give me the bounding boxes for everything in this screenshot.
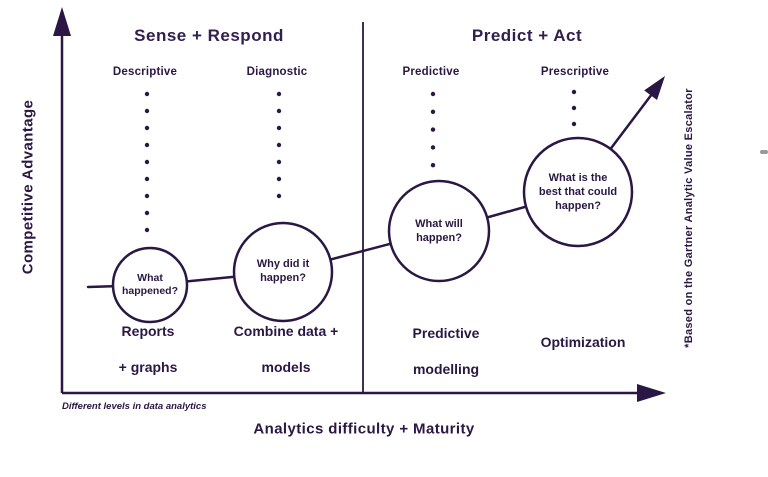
stage-circle-descriptive [111, 246, 189, 324]
method-label-predictive-modelling: Predictive modelling [413, 306, 480, 396]
method-label-optimization: Optimization [541, 315, 626, 369]
method-line: Combine data + [233, 323, 339, 339]
connector-dot [571, 121, 577, 127]
question-diagnostic: Why did it happen? [235, 257, 331, 285]
question-line: What [137, 272, 163, 284]
connector-dot [144, 125, 150, 131]
dotted-connector-prescriptive [571, 89, 577, 127]
method-line: Optimization [540, 334, 626, 350]
question-prescriptive: What is the best that could happen? [526, 171, 630, 213]
connector-dot [430, 91, 436, 97]
question-line: happen? [416, 232, 462, 244]
stage-circle-prescriptive [522, 136, 634, 248]
question-line: happen? [260, 272, 306, 284]
connector-dot [144, 142, 150, 148]
dotted-connector-predictive [430, 91, 436, 168]
connector-dot [276, 108, 282, 114]
method-line: Reports [121, 323, 175, 339]
level-label-predictive: Predictive [402, 66, 460, 78]
connector-dot [430, 109, 436, 115]
dotted-connector-descriptive [144, 91, 150, 233]
footnote: Different levels in data analytics [62, 401, 207, 412]
method-line: + graphs [118, 359, 178, 375]
method-line: models [261, 359, 311, 375]
y-axis-arrow-icon [53, 7, 71, 36]
connector-dot [144, 91, 150, 97]
connector-dot [571, 105, 577, 111]
stage-circle-diagnostic [232, 221, 334, 323]
connector-dot [276, 91, 282, 97]
connector-dot [276, 193, 282, 199]
connector-dot [144, 227, 150, 233]
question-line: Why did it [256, 258, 310, 270]
method-line: modelling [412, 361, 480, 377]
connector-dot [276, 125, 282, 131]
stage-circle-predictive [387, 179, 491, 283]
connector-dot [144, 210, 150, 216]
growth-arrow-head-icon [644, 76, 665, 100]
connector-dot [430, 127, 436, 132]
level-label-descriptive: Descriptive [112, 66, 178, 78]
connector-dot [144, 176, 150, 182]
attribution-note: *Based on the Gartner Analytic Value Esc… [683, 88, 695, 348]
x-axis-arrow-icon [637, 384, 666, 402]
level-label-diagnostic: Diagnostic [246, 66, 308, 78]
connector-dot [571, 89, 577, 95]
question-line: best that could [538, 186, 618, 198]
connector-dot [276, 159, 282, 165]
x-axis-label: Analytics difficulty + Maturity [253, 420, 475, 438]
question-descriptive: What happened? [113, 272, 187, 298]
connector-dot [276, 176, 282, 182]
phase-heading-sense-respond: Sense + Respond [134, 26, 284, 45]
connector-dot [144, 193, 150, 199]
connector-dot [144, 108, 150, 114]
dotted-connector-diagnostic [276, 91, 282, 199]
connector-dot [430, 145, 436, 150]
question-line: happened? [121, 285, 178, 297]
method-label-reports-graphs: Reports + graphs [119, 304, 178, 394]
connector-dot [276, 142, 282, 148]
method-label-combine-data-models: Combine data + models [234, 304, 339, 394]
level-label-prescriptive: Prescriptive [540, 66, 610, 78]
phase-heading-predict-act: Predict + Act [471, 26, 583, 45]
question-line: happen? [555, 200, 601, 212]
question-line: What will [415, 218, 463, 230]
y-axis-label: Competitive Advantage [19, 99, 37, 275]
question-predictive: What will happen? [391, 217, 487, 245]
connector-dot [144, 159, 150, 165]
connector-dot [430, 163, 436, 168]
method-line: Predictive [412, 325, 480, 341]
edge-artifact-dash [760, 150, 768, 154]
question-line: What is the [548, 172, 608, 184]
